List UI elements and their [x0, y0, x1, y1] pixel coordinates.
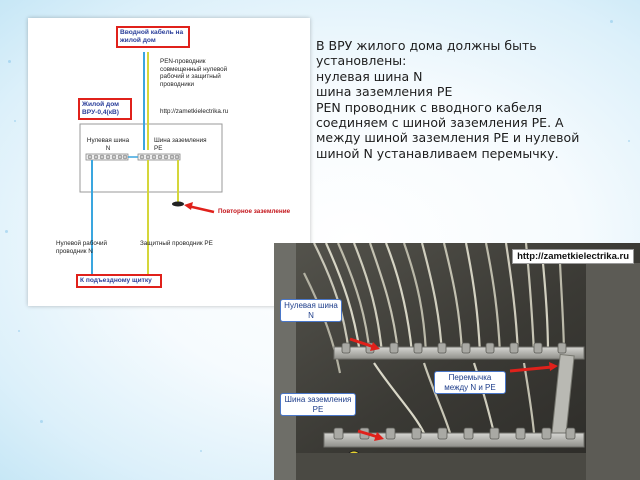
photo-url: http://zametkielectrika.ru — [512, 249, 634, 264]
ground-bus-label: Шина заземления PE — [154, 137, 207, 152]
background-sparkle — [200, 450, 202, 452]
text-line: нулевая шина N — [316, 68, 423, 84]
text-line: установлены: — [316, 53, 407, 69]
diagram-drawing — [79, 52, 223, 274]
explanation-text: В ВРУ жилого дома должны быть установлен… — [316, 38, 616, 161]
ground-electrode — [172, 201, 184, 207]
background-sparkle — [14, 120, 16, 122]
background-sparkle — [40, 420, 43, 423]
neutral-conductor-label: Нулевой рабочий проводник N — [56, 240, 108, 255]
diagram-url: http://zametkielectrika.ru — [160, 108, 229, 115]
callout-jumper: Перемычка между N и PE — [434, 371, 506, 394]
entrance-box: К подъездному щитку — [76, 274, 162, 288]
background-sparkle — [628, 140, 630, 142]
photo-arrows — [349, 337, 558, 441]
repeat-ground-label: Повторное заземление — [218, 208, 291, 215]
vru-enclosure — [79, 123, 223, 193]
text-line: шиной N устанавливаем перемычку. — [316, 145, 559, 161]
background-sparkle — [610, 20, 613, 23]
panel-photo-drawing — [274, 243, 640, 480]
neutral-bus-label: Нулевая шина N — [86, 137, 130, 152]
text-line: PEN проводник с вводного кабеля — [316, 99, 542, 115]
background-sparkle — [8, 60, 11, 63]
input-cable-label: Вводной кабель на жилой дом — [120, 29, 184, 44]
entrance-label: К подъездному щитку — [80, 277, 152, 284]
wiring-diagram: Вводной кабель на жилой дом PEN-проводни… — [28, 18, 310, 306]
background-sparkle — [18, 330, 20, 332]
callout-neutral-bus: Нулевая шина N — [280, 299, 342, 322]
pen-conductor-label: PEN-проводник совмещенный нулевой рабочи… — [160, 58, 228, 88]
callout-ground-bus: Шина заземления PE — [280, 393, 356, 416]
panel-photo: http://zametkielectrika.ru Нулевая шина … — [274, 243, 640, 480]
text-line: между шиной заземления PE и нулевой — [316, 130, 580, 146]
repeat-ground-arrow — [187, 204, 215, 214]
house-box: Жилой дом ВРУ-0,4(кВ) — [78, 98, 132, 120]
text-line: В ВРУ жилого дома должны быть — [316, 38, 537, 53]
background-sparkle — [5, 230, 8, 233]
protective-conductor-label: Защитный проводник PE — [140, 240, 213, 247]
house-label: Жилой дом ВРУ-0,4(кВ) — [82, 101, 120, 116]
input-cable-box: Вводной кабель на жилой дом — [116, 26, 190, 48]
text-line: шина заземления PE — [316, 84, 453, 100]
text-line: соединяем с шиной заземления PE. А — [316, 115, 564, 131]
